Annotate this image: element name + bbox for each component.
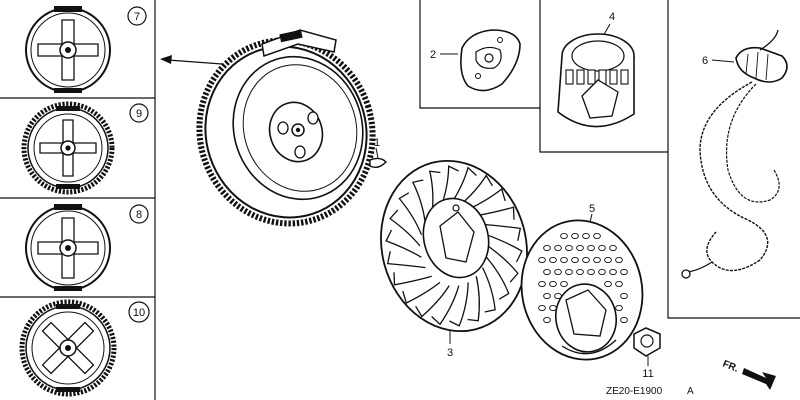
svg-text:10: 10 [133,307,145,319]
cooling-fan [380,159,528,344]
cover-vent-hole [538,256,546,264]
woodruff-key-part [369,147,387,169]
fan-blade [402,281,441,304]
cover-vent-hole [554,244,562,252]
front-arrow-icon [742,368,776,390]
fan-blade [487,245,519,283]
front-direction-label: FR. [721,359,740,375]
fan-blade [486,256,510,300]
fan-blade [486,234,523,263]
cover-vent-hole [582,232,590,240]
cover-vent-hole [576,268,584,276]
cover-vent-hole [587,268,595,276]
label-part-3: 3 [447,347,453,359]
cover-vent-hole [598,244,606,252]
callout-10: 10 [128,301,150,323]
callout-9: 9 [129,103,149,123]
flywheel-variant-8 [25,204,111,291]
cover-vent-hole [615,256,623,264]
cover-vent-hole [543,244,551,252]
cover-vent-hole [609,244,617,252]
cover-vent-hole [549,280,557,288]
label-part-1: 1 [374,137,380,149]
recoil-starter-cover [520,213,644,361]
cover-vent-hole [549,304,557,312]
flange-nut [633,327,661,366]
fan-blade [398,192,423,235]
fan-blade [393,272,432,286]
cover-vent-hole [604,256,612,264]
label-part-2: 2 [430,49,436,61]
callout-8: 8 [129,204,149,224]
cover-vent-hole [549,256,557,264]
cover-vent-hole [538,304,546,312]
cover-vent-hole [615,304,623,312]
cover-vent-hole [609,268,617,276]
cover-vent-hole [560,256,568,264]
fan-blade [415,285,450,318]
label-part-6: 6 [702,55,708,67]
fan-blade [385,229,422,258]
cover-vent-hole [571,256,579,264]
cup-slot [620,69,629,85]
cover-vent-hole [604,280,612,288]
fan-blade [467,276,480,322]
cover-vent-hole [538,280,546,288]
starter-rope-handle [681,29,788,279]
flywheel-variant-10 [19,299,117,397]
svg-text:8: 8 [136,209,142,221]
cover-vent-hole [620,292,628,300]
svg-text:7: 7 [134,11,140,23]
variant-pointer-arrow [160,55,223,65]
cover-vent-hole [582,256,590,264]
diagram-code-suffix: A [687,386,694,397]
starter-pulley-plate [440,29,521,92]
cup-slot [587,69,596,85]
cover-vent-hole [565,268,573,276]
fan-blade [389,209,421,247]
fan-blade [482,223,522,241]
cover-vent-hole [560,280,568,288]
inset-frame [419,0,800,319]
cover-vent-hole [576,244,584,252]
fan-blade [431,285,460,326]
cover-vent-hole [543,268,551,276]
variant-panel-frame [0,0,156,400]
cover-vent-hole [560,232,568,240]
cover-vent-hole [620,268,628,276]
cover-vent-hole [554,268,562,276]
cover-vent-hole [615,280,623,288]
fan-blade [386,251,426,269]
callout-7: 7 [127,6,147,26]
cover-vent-hole [598,268,606,276]
cover-vent-hole [593,232,601,240]
fan-blade [482,267,496,313]
svg-text:9: 9 [136,108,142,120]
fan-blade [449,282,469,327]
label-part-4: 4 [609,11,615,23]
cover-vent-hole [587,244,595,252]
cover-vent-hole [593,256,601,264]
diagram-code: ZE20-E1900 [606,386,663,397]
starter-cup [557,23,635,128]
front-direction-indicator: FR. [721,359,776,390]
flywheel [196,29,376,227]
cover-vent-hole [565,244,573,252]
cover-vent-hole [620,316,628,324]
cover-vent-hole [543,316,551,324]
label-part-11: 11 [642,368,653,380]
cup-slot [576,69,585,85]
cover-vent-hole [571,232,579,240]
cover-vent-hole [543,292,551,300]
label-part-5: 5 [589,203,595,215]
flywheel-variant-9 [21,101,115,195]
cup-slot [609,69,618,85]
flywheel-variant-7 [25,6,111,93]
cup-slot [565,69,574,85]
